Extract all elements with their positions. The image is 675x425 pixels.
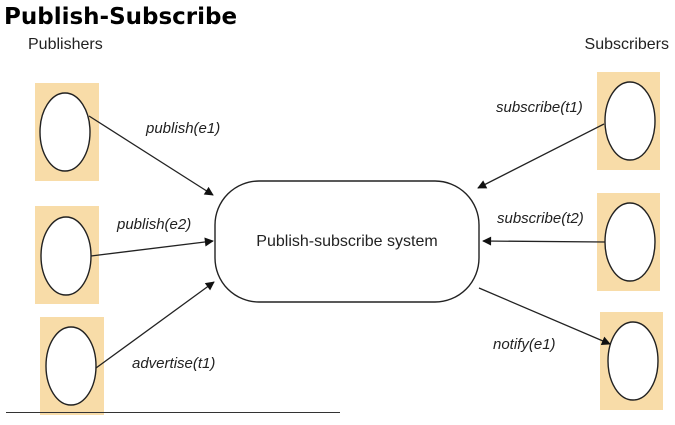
subscriber-2-node [604,202,656,282]
label-advertise-t1: advertise(t1) [132,355,215,372]
subscriber-2 [597,193,660,291]
edge-subscribe-t1 [477,123,605,189]
publisher-1-node [39,92,91,172]
publisher-1 [35,83,99,181]
subscriber-1-node [604,81,656,161]
pubsub-system-box [214,180,480,303]
subscriber-3-node [607,321,659,401]
label-publish-e2: publish(e2) [116,216,191,233]
label-subscribe-t1: subscribe(t1) [496,99,583,116]
edge-subscribe-t2 [482,236,606,246]
slide-title: Publish-Subscribe [4,4,238,30]
subscribers-label: Subscribers [584,36,669,53]
pubsub-system-label: Publish-subscribe system [256,233,437,250]
label-subscribe-t2: subscribe(t2) [497,210,584,227]
edge-publish-e1 [88,115,214,196]
edge-advertise-t1 [95,281,215,369]
publisher-3 [40,317,104,415]
edge-notify-e1 [478,287,611,345]
subscriber-3 [600,312,663,410]
label-publish-e1: publish(e1) [145,120,220,137]
footer-divider [6,412,340,413]
label-notify-e1: notify(e1) [493,336,556,353]
publisher-2-node [40,216,92,296]
publisher-2 [35,206,99,304]
publisher-3-node [45,326,97,406]
subscriber-1 [597,72,660,170]
publishers-label: Publishers [28,36,103,53]
edge-publish-e2 [90,237,214,257]
